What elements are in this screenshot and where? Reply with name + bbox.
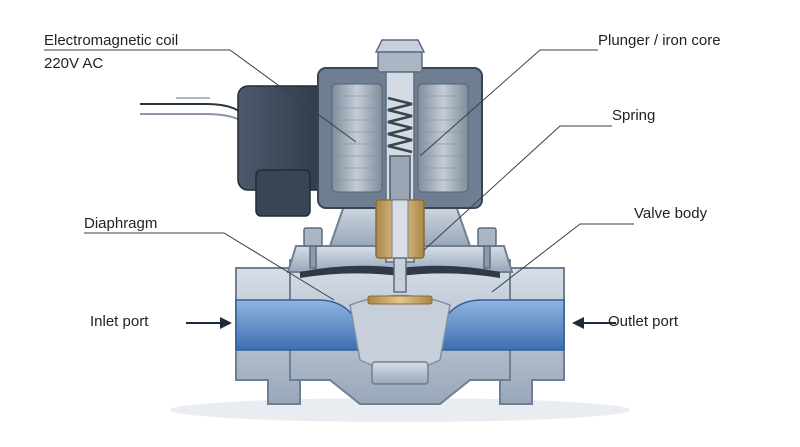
inlet-arrow: [186, 317, 232, 329]
label-diaphragm: Diaphragm: [84, 215, 158, 232]
plunger-assembly: [374, 39, 426, 293]
valve-body: [235, 259, 565, 405]
label-inlet-port: Inlet port: [90, 313, 149, 330]
coil-wires: [140, 97, 241, 121]
label-spring: Spring: [612, 107, 656, 124]
solenoid-housing: [237, 67, 483, 217]
label-plunger: Plunger / iron core: [598, 32, 721, 49]
leader-valve-body: [491, 223, 634, 293]
label-electromagnetic-coil: Electromagnetic coil: [44, 32, 179, 49]
spring-coil: [387, 96, 413, 154]
label-valve-body: Valve body: [634, 205, 708, 222]
leader-coil: [44, 49, 357, 143]
leader-spring: [423, 125, 612, 251]
label-voltage: 220V AC: [44, 55, 104, 72]
label-outlet-port: Outlet port: [608, 313, 679, 330]
flow-arrows: [186, 317, 616, 329]
leader-lines: [44, 49, 634, 301]
outlet-arrow: [572, 317, 616, 329]
leader-plunger: [419, 49, 598, 157]
cover-bolts: [303, 227, 497, 269]
leader-diaphragm: [84, 232, 335, 301]
